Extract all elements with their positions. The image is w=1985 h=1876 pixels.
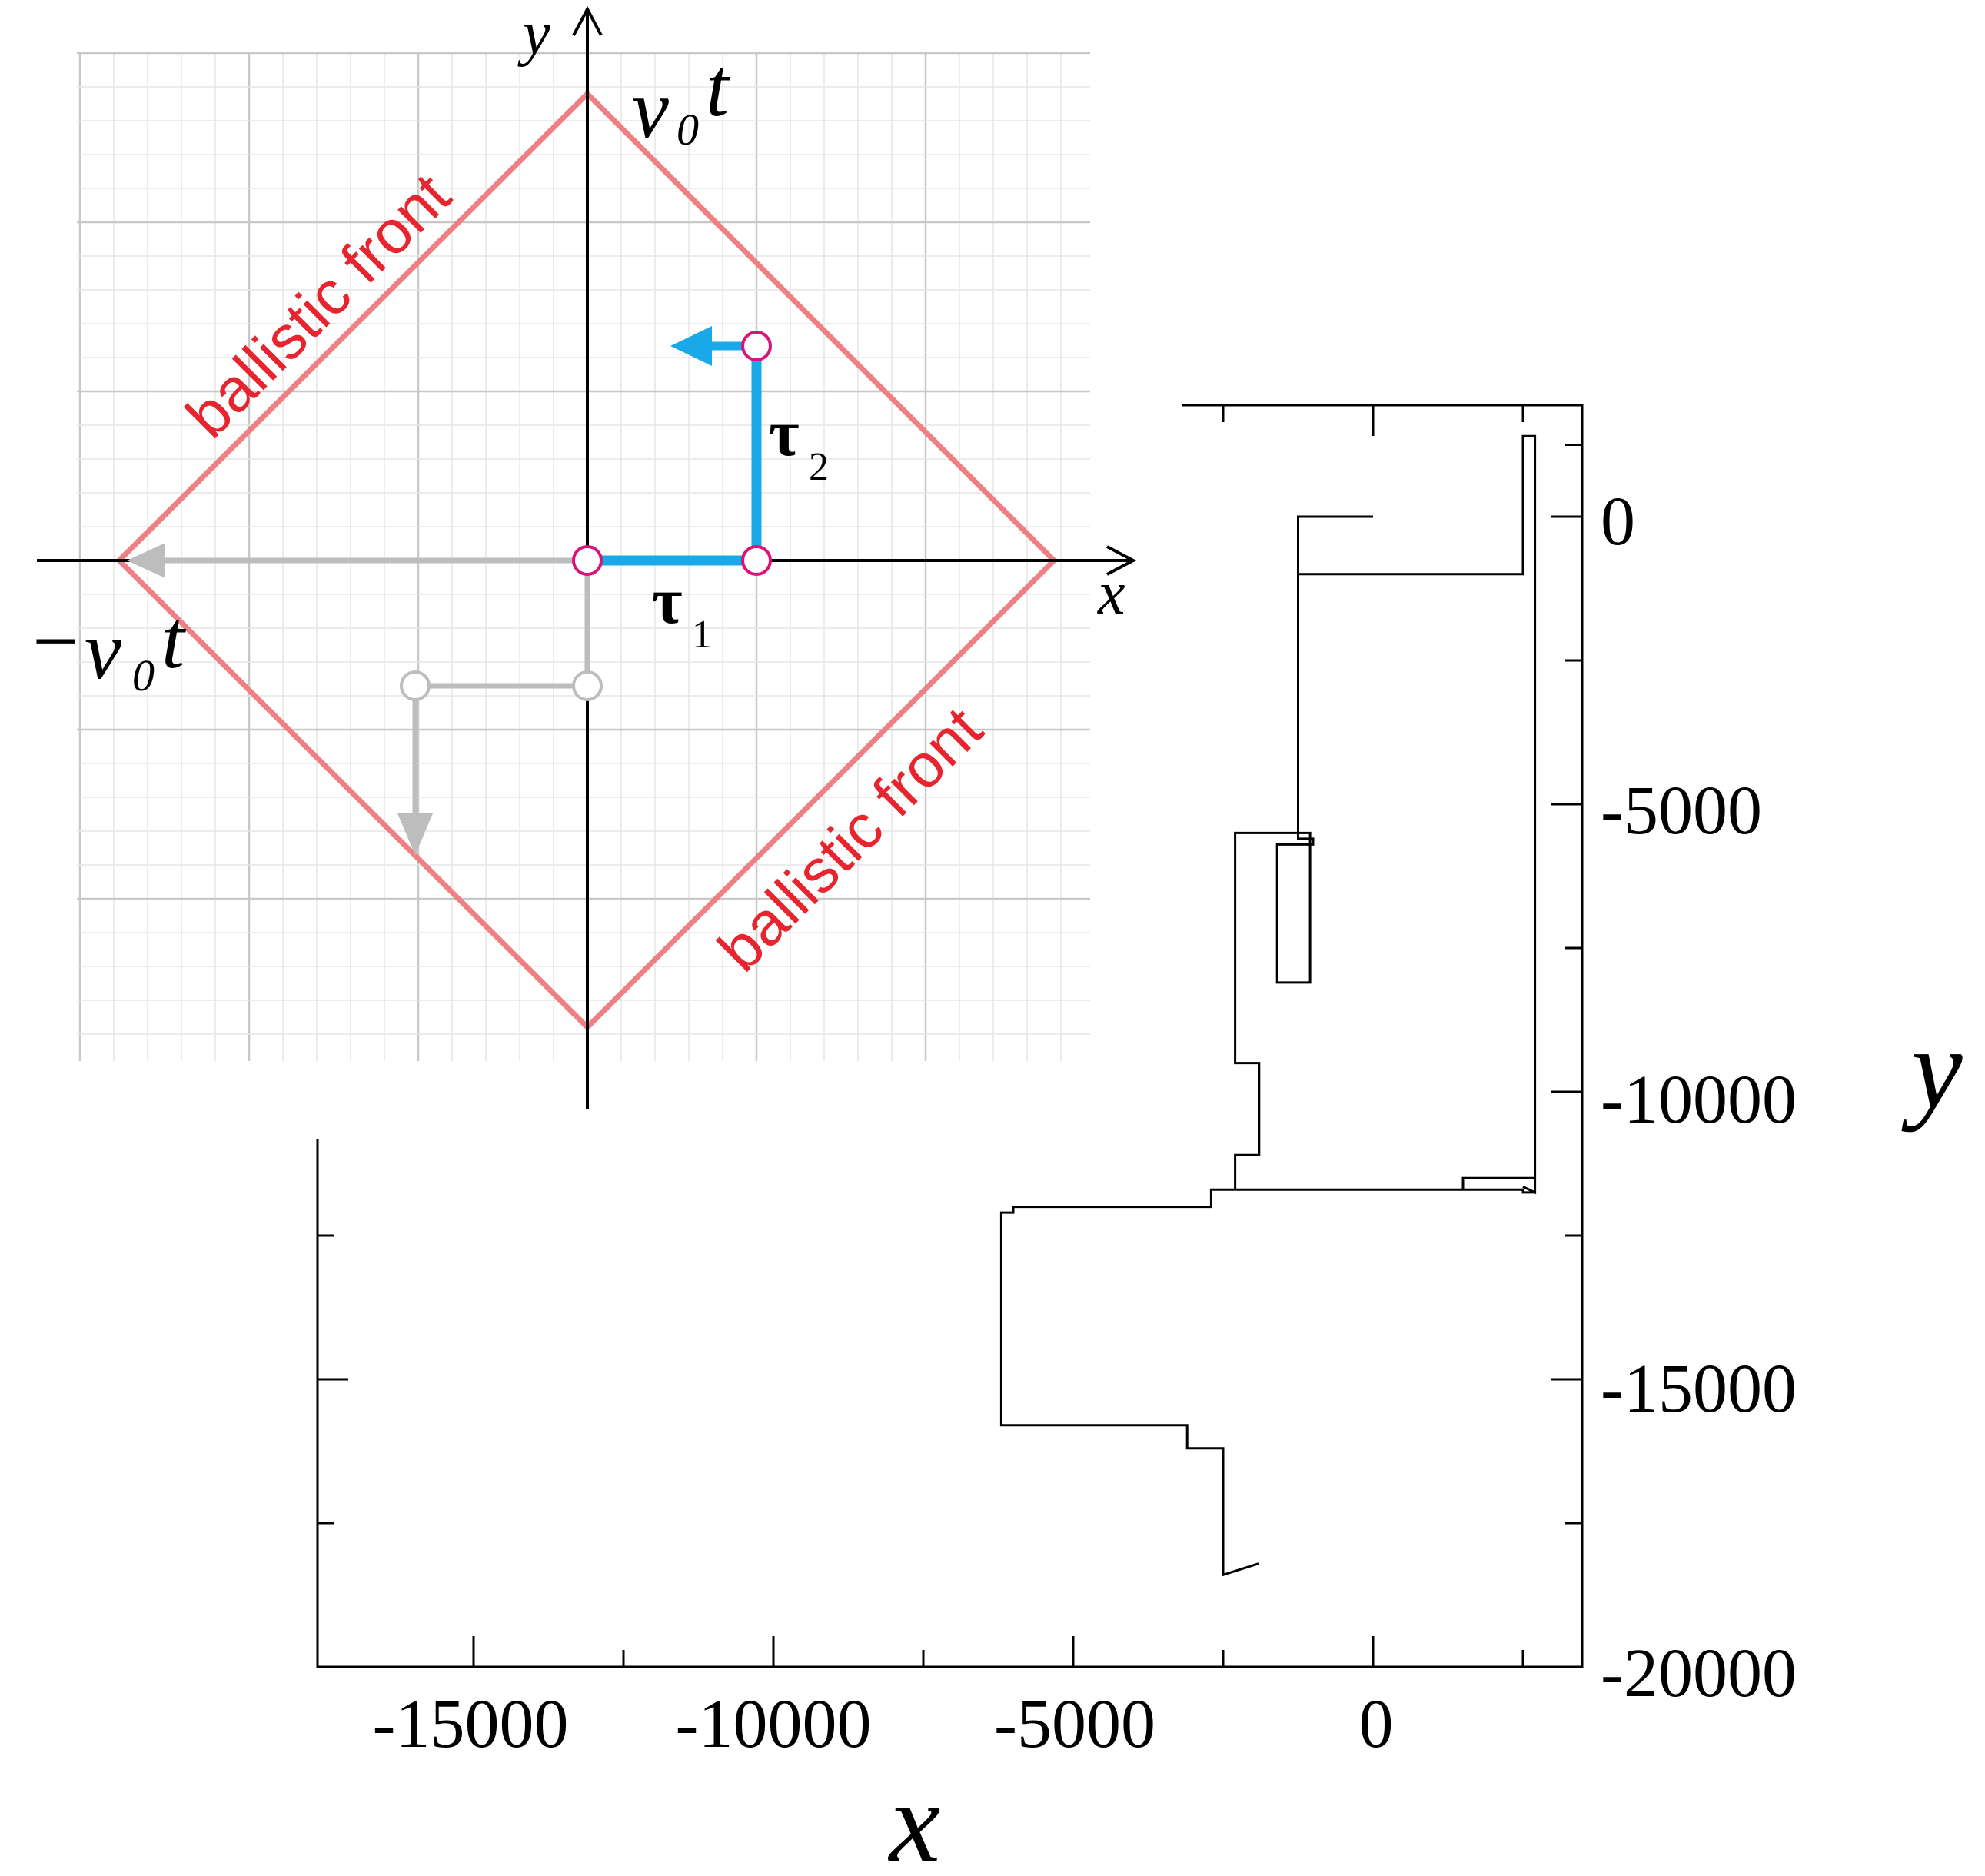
y-tick-label: -15000 — [1601, 1351, 1797, 1427]
trajectory-line — [999, 434, 1537, 1577]
active-arrowhead-left — [670, 326, 712, 366]
ghost-arrowhead-down — [397, 813, 433, 855]
schematic-y-axis-arrowhead — [572, 5, 603, 36]
plot-x-axis-label: x — [888, 1758, 941, 1876]
y-tick-label: -20000 — [1601, 1635, 1797, 1711]
top-vertex-v: v — [632, 64, 669, 155]
left-vertex-minus: − — [32, 596, 79, 687]
y-tick-label: 0 — [1601, 484, 1635, 560]
left-vertex-label: − v 0 t — [32, 594, 187, 700]
top-vertex-sub: 0 — [677, 105, 699, 155]
x-tick-label: -15000 — [373, 1686, 569, 1762]
left-vertex-v: v — [85, 605, 121, 697]
node-origin — [572, 545, 603, 576]
tau1-symbol: τ — [652, 564, 683, 637]
tau1-label: τ 1 — [652, 564, 712, 657]
ballistic-front-label-upper: ballistic front — [173, 161, 463, 451]
ghost-arrowhead-left — [127, 543, 165, 578]
ballistic-schematic: y x v 0 t − v 0 t τ 1 τ 2 ballistic fron… — [32, 0, 1137, 1109]
y-tick-label: -10000 — [1601, 1062, 1797, 1138]
schematic-x-axis-label: x — [1097, 560, 1125, 627]
schematic-x-axis-arrowhead — [1106, 545, 1137, 576]
y-tick-label: -5000 — [1601, 773, 1762, 849]
active-trajectory — [572, 326, 772, 576]
schematic-y-axis-label: y — [517, 0, 550, 68]
node-tau2-end — [741, 331, 772, 361]
node-tau1-end — [741, 545, 772, 576]
ghost-node-2 — [400, 670, 431, 701]
plot-ticks — [318, 405, 1582, 1668]
plot-tick-labels: -15000 -10000 -5000 0 0 -5000 -10000 -15… — [373, 484, 1797, 1762]
top-vertex-t: t — [706, 42, 731, 134]
ballistic-front-label-lower: ballistic front — [705, 694, 995, 984]
x-tick-label: 0 — [1359, 1686, 1394, 1762]
tau2-subscript: 2 — [809, 445, 829, 489]
ghost-trajectory — [127, 543, 603, 855]
schematic-grid — [77, 52, 1090, 1061]
left-vertex-t: t — [161, 594, 187, 686]
trajectory-plot: -15000 -10000 -5000 0 0 -5000 -10000 -15… — [316, 404, 1963, 1876]
plot-y-axis-label: y — [1901, 1005, 1963, 1133]
left-vertex-sub: 0 — [132, 650, 155, 700]
tau1-subscript: 1 — [692, 613, 712, 657]
ghost-node-1 — [572, 670, 603, 701]
top-vertex-label: v 0 t — [632, 42, 731, 155]
tau2-symbol: τ — [769, 396, 800, 470]
x-tick-label: -10000 — [676, 1686, 872, 1762]
tau2-label: τ 2 — [769, 396, 829, 489]
x-tick-label: -5000 — [994, 1686, 1155, 1762]
